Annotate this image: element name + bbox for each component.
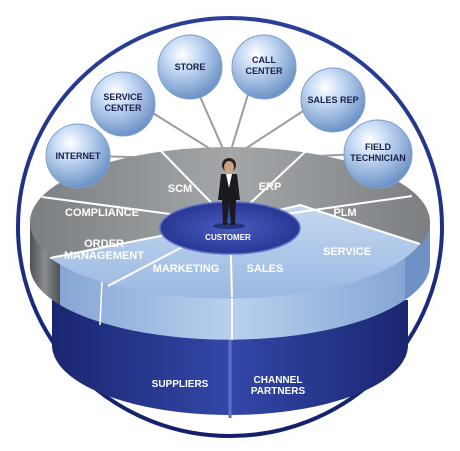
label-internet: INTERNET xyxy=(56,151,102,161)
sphere-sales-rep xyxy=(300,67,366,133)
wall-divider-2 xyxy=(99,281,103,326)
label-marketing: MARKETING xyxy=(153,263,220,275)
label-order-management-1: ORDER xyxy=(84,238,124,250)
sphere-service-center xyxy=(90,71,156,137)
label-call-center-1: CALL xyxy=(252,55,276,65)
label-order-management-2: MANAGEMENT xyxy=(64,250,144,262)
sphere-internet xyxy=(45,123,111,189)
label-store: STORE xyxy=(175,62,206,72)
label-field-technician-2: TECHNICIAN xyxy=(350,153,406,163)
label-suppliers: SUPPLIERS xyxy=(152,379,209,390)
label-channel-partners-2: PARTNERS xyxy=(251,386,306,397)
label-channel-partners-1: CHANNEL xyxy=(254,375,303,386)
label-plm: PLM xyxy=(333,207,356,219)
label-field-technician-1: FIELD xyxy=(365,142,391,152)
label-service-center-2: CENTER xyxy=(104,103,142,113)
sphere-store xyxy=(157,34,223,100)
sphere-field-technician xyxy=(343,119,413,189)
label-service: SERVICE xyxy=(323,246,371,258)
gray-wall-left xyxy=(29,215,60,305)
label-service-center-1: SERVICE xyxy=(103,92,142,102)
label-erp: ERP xyxy=(259,181,282,193)
sphere-call-center xyxy=(231,34,297,100)
label-customer: CUSTOMER xyxy=(205,233,251,242)
person-figure xyxy=(213,158,245,229)
label-call-center-2: CENTER xyxy=(245,66,283,76)
channel-spheres xyxy=(45,34,413,189)
label-sales: SALES xyxy=(247,263,284,275)
label-compliance: COMPLIANCE xyxy=(65,207,139,219)
label-scm: SCM xyxy=(168,183,192,195)
label-sales-rep: SALES REP xyxy=(307,95,358,105)
